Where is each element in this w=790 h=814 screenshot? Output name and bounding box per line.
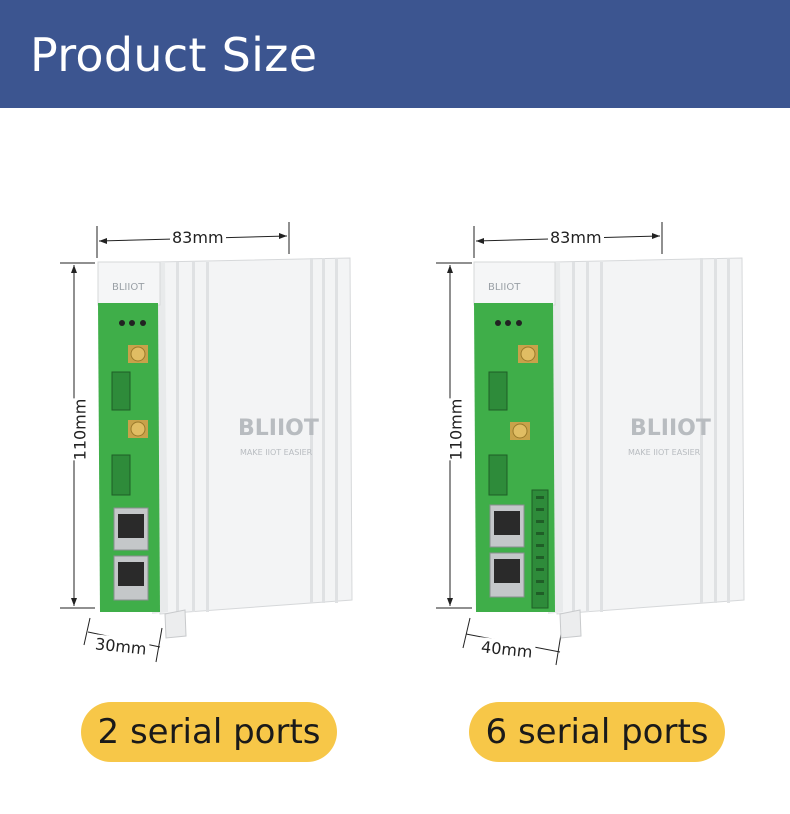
- serial-ports-badge-1: 2 serial ports: [81, 702, 337, 762]
- brand-slogan-1: MAKE IIOT EASIER: [240, 448, 313, 457]
- brand-logo-1: BLIIOT: [238, 416, 319, 441]
- header-banner: Product Size: [0, 0, 790, 108]
- width-dimension-1: 83mm: [170, 228, 226, 247]
- serial-ports-badge-2: 6 serial ports: [469, 702, 725, 762]
- svg-text:BLIIOT: BLIIOT: [488, 282, 521, 293]
- brand-slogan-2: MAKE IIOT EASIER: [628, 448, 701, 457]
- width-dimension-2: 83mm: [548, 228, 604, 247]
- brand-logo-2: BLIIOT: [630, 416, 711, 441]
- page-title: Product Size: [30, 28, 318, 82]
- svg-text:BLIIOT: BLIIOT: [112, 282, 145, 293]
